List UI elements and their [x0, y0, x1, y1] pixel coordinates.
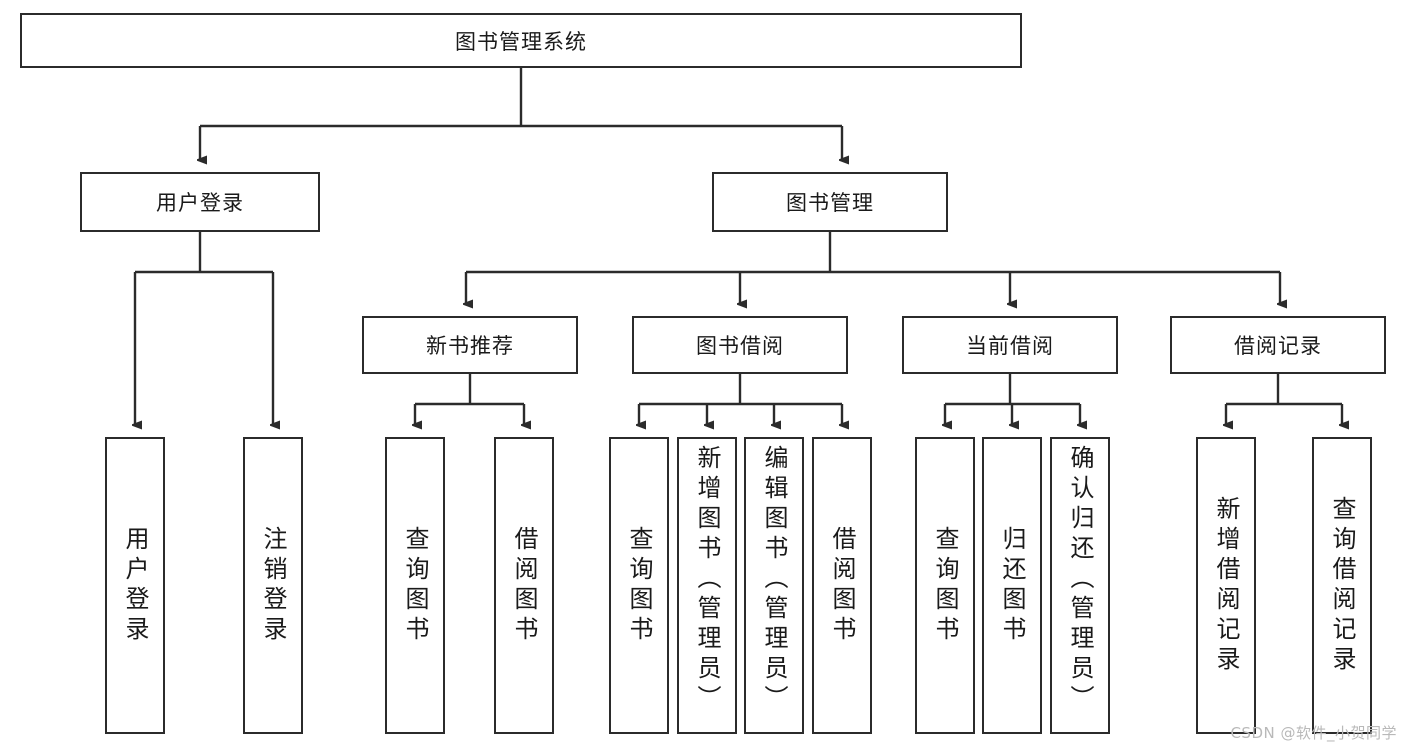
node-current-borrow[interactable]: 当前借阅 — [902, 316, 1118, 374]
leaf-return-book[interactable]: 归还图书 — [982, 437, 1042, 734]
leaf-user-login[interactable]: 用户登录 — [105, 437, 165, 734]
leaf-query-book-borrow[interactable]: 查询图书 — [609, 437, 669, 734]
leaf-add-borrow-record[interactable]: 新增借阅记录 — [1196, 437, 1256, 734]
node-new-book-recommend[interactable]: 新书推荐 — [362, 316, 578, 374]
leaf-query-book-recommend[interactable]: 查询图书 — [385, 437, 445, 734]
leaf-borrow-book[interactable]: 借阅图书 — [812, 437, 872, 734]
leaf-confirm-return-admin[interactable]: 确认归还（管理员） — [1050, 437, 1110, 734]
csdn-watermark: CSDN @软件_小贺同学 — [1230, 724, 1397, 742]
leaf-logout[interactable]: 注销登录 — [243, 437, 303, 734]
node-book-management[interactable]: 图书管理 — [712, 172, 948, 232]
node-root-book-management-system[interactable]: 图书管理系统 — [20, 13, 1022, 68]
leaf-query-book-current[interactable]: 查询图书 — [915, 437, 975, 734]
node-borrow-records[interactable]: 借阅记录 — [1170, 316, 1386, 374]
leaf-borrow-book-recommend[interactable]: 借阅图书 — [494, 437, 554, 734]
node-user-login[interactable]: 用户登录 — [80, 172, 320, 232]
leaf-query-borrow-record[interactable]: 查询借阅记录 — [1312, 437, 1372, 734]
leaf-edit-book-admin[interactable]: 编辑图书（管理员） — [744, 437, 804, 734]
leaf-add-book-admin[interactable]: 新增图书（管理员） — [677, 437, 737, 734]
node-book-borrow[interactable]: 图书借阅 — [632, 316, 848, 374]
